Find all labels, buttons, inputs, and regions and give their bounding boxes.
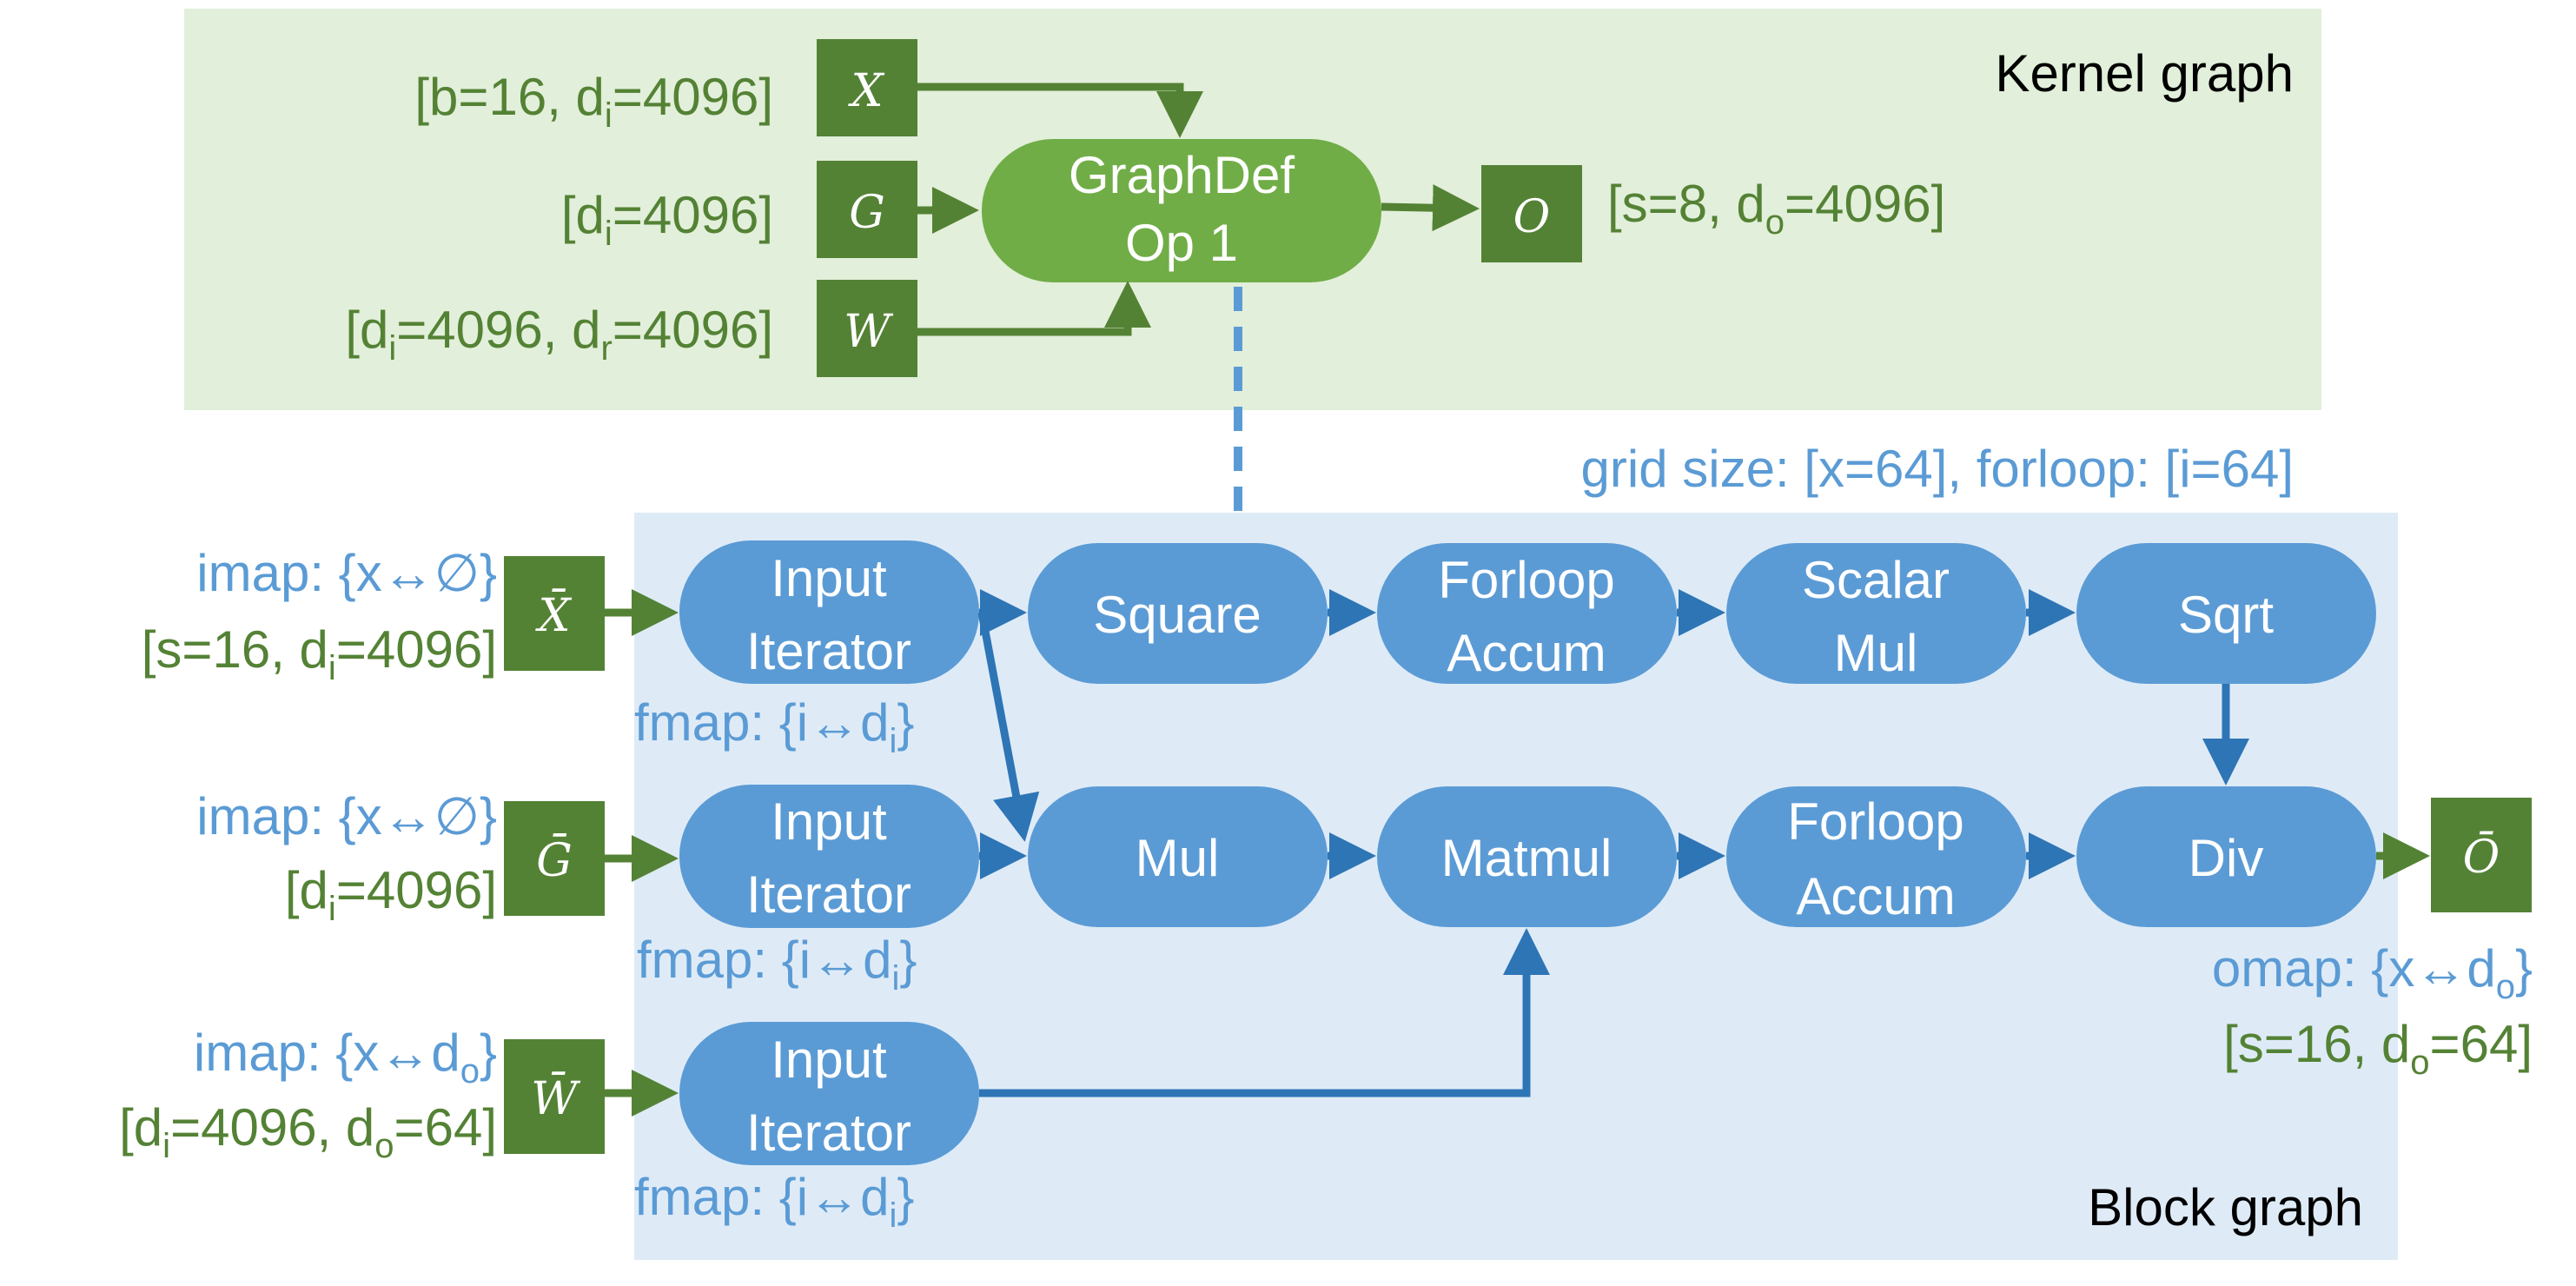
input-iterator-1-line2: Iterator <box>746 622 911 680</box>
block-graph-config: grid size: [x=64], forloop: [i=64] <box>1581 440 2294 498</box>
forloop-accum-2-node <box>1726 786 2026 927</box>
matmul-node <box>1377 786 1677 927</box>
arrow-w-to-op <box>917 281 1151 336</box>
gbar-imap: imap: {x↔∅} <box>196 787 497 845</box>
arrow-iter1-to-mul <box>977 612 1040 842</box>
graphdef-op-line1: GraphDef <box>1069 146 1295 204</box>
forloop-accum-1-node <box>1377 543 1677 684</box>
tensor-gbar <box>504 801 605 916</box>
scalar-mul-node <box>1726 543 2026 684</box>
tensor-x-shape: [b=16, di=4096] <box>414 68 773 135</box>
tensor-obar-symbol: Ō <box>2463 832 2500 884</box>
tensor-xbar <box>504 556 605 671</box>
block-graph-title: Block graph <box>2088 1178 2363 1236</box>
tensor-wbar <box>504 1039 605 1154</box>
tensor-g-symbol: G <box>849 187 885 239</box>
scalar-mul-line2: Mul <box>1834 624 1918 682</box>
obar-shape: [s=16, do=64] <box>2223 1015 2533 1082</box>
arrow-op-to-o <box>1381 184 1480 232</box>
wbar-shape: [di=4096, do=64] <box>119 1098 497 1165</box>
wbar-imap: imap: {x↔do} <box>194 1024 497 1090</box>
input-iterator-3-line2: Iterator <box>746 1104 911 1162</box>
tensor-o-shape: [s=8, do=4096] <box>1607 175 1945 242</box>
tensor-x-symbol: X <box>847 65 884 117</box>
xbar-imap: imap: {x↔∅} <box>196 544 497 602</box>
tensor-wbar-symbol: W̄ <box>531 1072 580 1125</box>
input-iterator-1 <box>679 540 979 684</box>
gbar-fmap: fmap: {i↔di} <box>637 931 917 998</box>
sqrt-node-label: Sqrt <box>2178 586 2274 644</box>
tensor-w-symbol: W <box>844 306 893 358</box>
square-node-label: Square <box>1093 586 1261 644</box>
forloop-accum-2-line1: Forloop <box>1787 792 1963 851</box>
tensor-o-symbol: O <box>1513 191 1551 243</box>
div-node-label: Div <box>2189 829 2264 887</box>
tensor-w-shape: [di=4096, dr=4096] <box>345 301 773 368</box>
matmul-node-label: Matmul <box>1441 829 1612 887</box>
forloop-accum-1-line1: Forloop <box>1438 551 1614 609</box>
kernel-graph-title: Kernel graph <box>1995 44 2294 103</box>
gbar-shape: [di=4096] <box>285 861 497 928</box>
input-iterator-3-line1: Input <box>771 1031 887 1089</box>
square-node <box>1028 543 1328 684</box>
tensor-w <box>817 280 917 377</box>
scalar-mul-line1: Scalar <box>1802 551 1950 609</box>
forloop-accum-2-line2: Accum <box>1796 867 1955 925</box>
graphdef-op-node <box>982 139 1381 282</box>
input-iterator-2-line1: Input <box>771 792 887 851</box>
input-iterator-3 <box>679 1022 979 1165</box>
tensor-o <box>1481 165 1582 262</box>
mul-node-label: Mul <box>1136 829 1220 887</box>
sqrt-node <box>2076 543 2376 684</box>
obar-omap: omap: {x↔do} <box>2212 939 2533 1006</box>
mul-node <box>1028 786 1328 927</box>
wbar-fmap: fmap: {i↔di} <box>634 1168 914 1235</box>
tensor-g <box>817 161 917 258</box>
tensor-x <box>817 39 917 136</box>
xbar-fmap: fmap: {i↔di} <box>634 693 914 760</box>
tensor-gbar-symbol: Ḡ <box>536 833 573 887</box>
xbar-shape: [s=16, di=4096] <box>142 620 497 687</box>
tensor-g-shape: [di=4096] <box>561 186 773 253</box>
arrow-iter3-to-matmul <box>979 928 1550 1097</box>
forloop-accum-1-line2: Accum <box>1447 624 1606 682</box>
input-iterator-1-line1: Input <box>771 549 887 607</box>
div-node <box>2076 786 2376 927</box>
tensor-xbar-symbol: X̄ <box>534 589 572 642</box>
tensor-obar <box>2431 798 2532 912</box>
input-iterator-2-line2: Iterator <box>746 865 911 924</box>
input-iterator-2 <box>679 785 979 928</box>
arrow-x-to-op <box>917 83 1203 138</box>
graphdef-op-line2: Op 1 <box>1125 214 1238 272</box>
